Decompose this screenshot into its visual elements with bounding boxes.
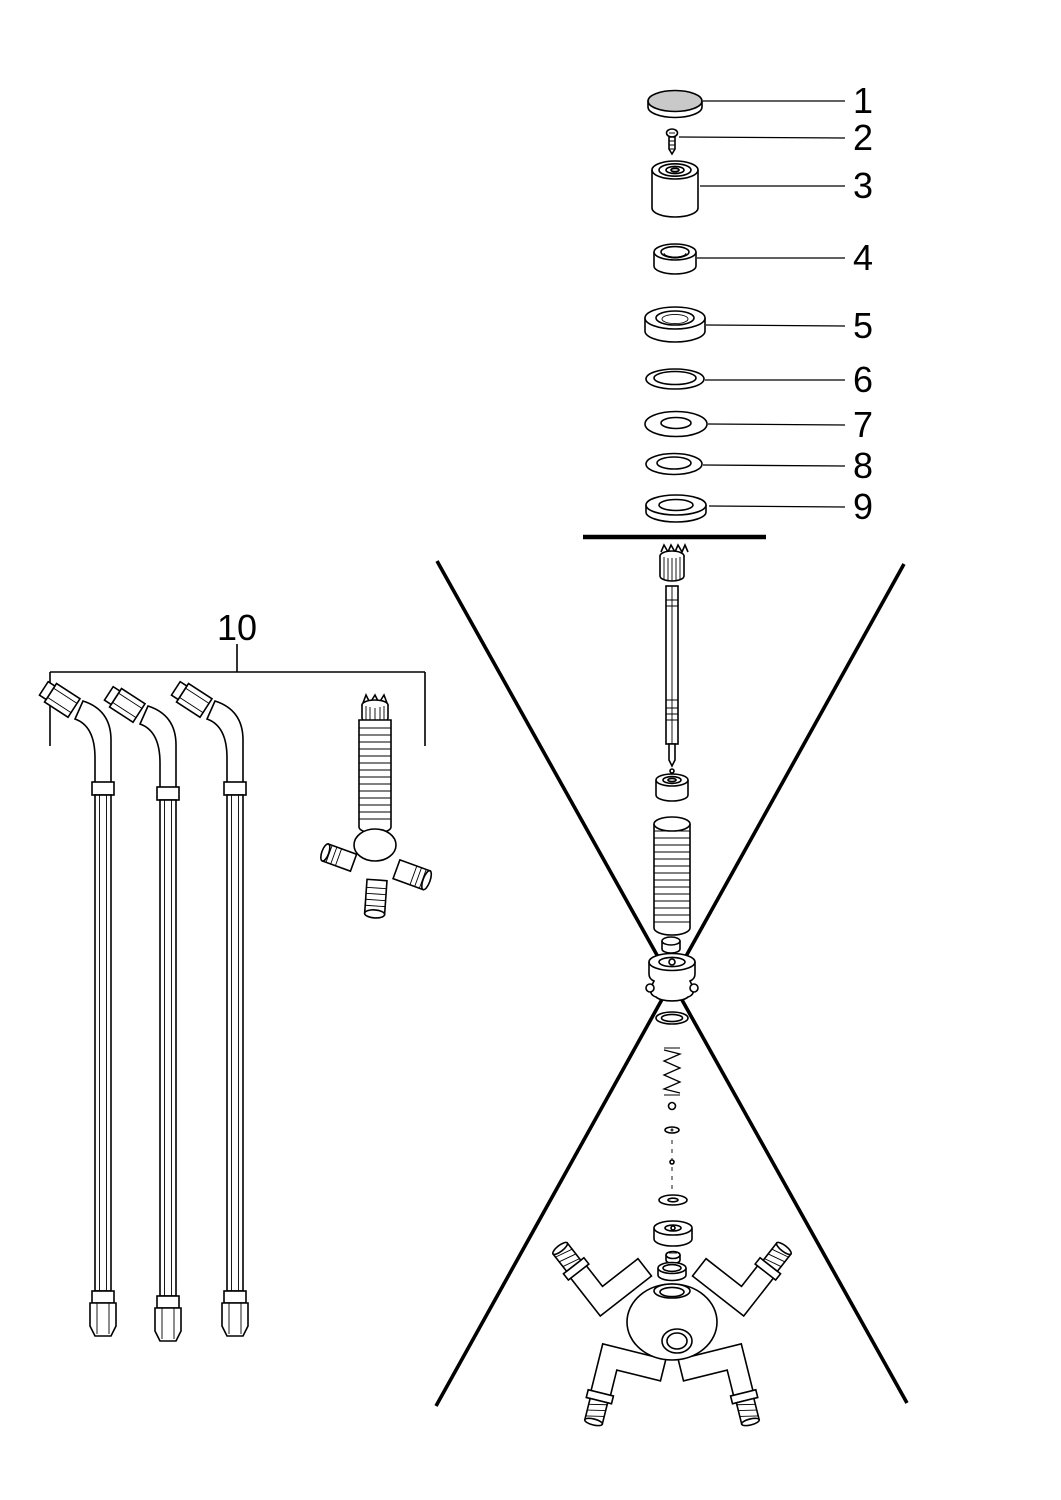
part-7-washer <box>644 410 708 438</box>
cartridge-washer <box>658 1194 688 1206</box>
group-10 <box>37 644 433 1342</box>
callout-3: 3 <box>853 165 873 206</box>
part-1-cap <box>647 89 703 119</box>
part-6-o-ring <box>645 368 705 390</box>
bonnet-nut <box>655 773 689 802</box>
callout-4: 4 <box>853 237 873 278</box>
callout-9: 9 <box>853 486 873 527</box>
spring <box>661 1047 683 1096</box>
cartridge-assembly <box>645 542 699 1265</box>
leader-lines <box>678 100 846 508</box>
leader-line-8 <box>702 464 846 467</box>
callout-1: 1 <box>853 80 873 121</box>
group-10-bracket <box>49 644 426 746</box>
cap-disc <box>653 1220 693 1247</box>
valve-stem <box>665 585 679 774</box>
hose-3 <box>169 678 249 1337</box>
leader-line-2 <box>678 136 846 139</box>
valve-bottom-port <box>363 878 388 919</box>
callout-5: 5 <box>853 305 873 346</box>
callout-2: 2 <box>853 117 873 158</box>
fitting-ring <box>657 1261 687 1282</box>
part-9-base-ring <box>645 494 707 523</box>
part-3-handle <box>651 160 699 218</box>
fitting-neck <box>653 1283 691 1299</box>
cross-fitting <box>547 1211 797 1439</box>
part-8-washer <box>645 452 703 476</box>
leader-line-5 <box>705 324 846 327</box>
check-ball <box>667 1101 677 1111</box>
small-disc <box>664 1126 680 1134</box>
callout-8: 8 <box>853 445 873 486</box>
valve-body <box>645 952 699 1002</box>
callouts: 1 2 3 4 5 6 7 8 9 10 <box>217 80 873 648</box>
leader-line-9 <box>708 505 846 508</box>
valve-left-port <box>320 842 358 873</box>
callout-7: 7 <box>853 404 873 445</box>
cartridge-collar <box>661 936 681 954</box>
callout-6: 6 <box>853 359 873 400</box>
leader-line-7 <box>707 423 846 426</box>
valve-body-center <box>353 828 397 862</box>
valve-right-port <box>392 858 433 891</box>
part-2-screw <box>665 128 679 156</box>
tiny-ball <box>669 1159 675 1165</box>
stop-valve <box>320 693 433 919</box>
callout-10: 10 <box>217 607 257 648</box>
hose-1 <box>37 678 117 1337</box>
fitting-front-port <box>661 1328 693 1354</box>
small-nut <box>665 1250 681 1265</box>
threaded-sleeve <box>653 816 691 936</box>
part-4-sleeve-nut <box>653 243 697 275</box>
part-5-escutcheon <box>644 306 706 343</box>
spline-broach <box>659 542 689 582</box>
cartridge-o-ring <box>655 1011 689 1025</box>
